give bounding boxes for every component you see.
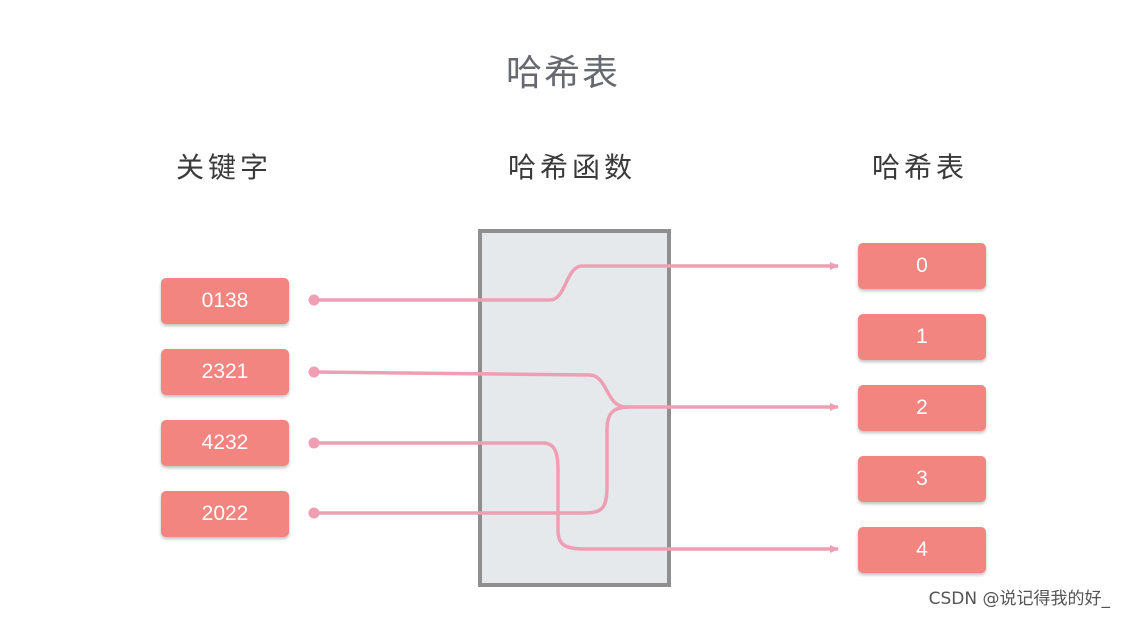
hash-slot: 1 (858, 314, 986, 360)
key-label: 2321 (201, 360, 249, 383)
slot-index: 4 (916, 538, 928, 561)
hash-function-column-header: 哈希函数 (507, 151, 636, 184)
hash-function-box (478, 229, 671, 587)
slot-index: 3 (916, 467, 928, 490)
key-box: 2321 (161, 349, 289, 395)
key-box: 2022 (161, 491, 289, 537)
slot-index: 1 (916, 325, 928, 348)
hash-slot: 0 (858, 243, 986, 289)
link-start-dot-4232 (308, 437, 320, 449)
slot-index: 2 (916, 396, 928, 419)
slot-index: 0 (916, 254, 928, 277)
link-start-dot-0138 (308, 294, 320, 306)
key-label: 0138 (201, 289, 249, 312)
key-box: 0138 (161, 278, 289, 324)
hash-table-column-header: 哈希表 (871, 151, 968, 184)
diagram-title: 哈希表 (505, 53, 620, 94)
key-box: 4232 (161, 420, 289, 466)
keys-column-header: 关键字 (175, 151, 272, 184)
hash-slot: 2 (858, 385, 986, 431)
link-start-dot-2321 (308, 366, 320, 378)
hash-slot: 4 (858, 527, 986, 573)
key-label: 4232 (201, 431, 249, 454)
hash-slot: 3 (858, 456, 986, 502)
watermark: CSDN @说记得我的好_ (928, 589, 1110, 609)
key-label: 2022 (201, 502, 249, 525)
link-start-dot-2022 (308, 507, 320, 519)
